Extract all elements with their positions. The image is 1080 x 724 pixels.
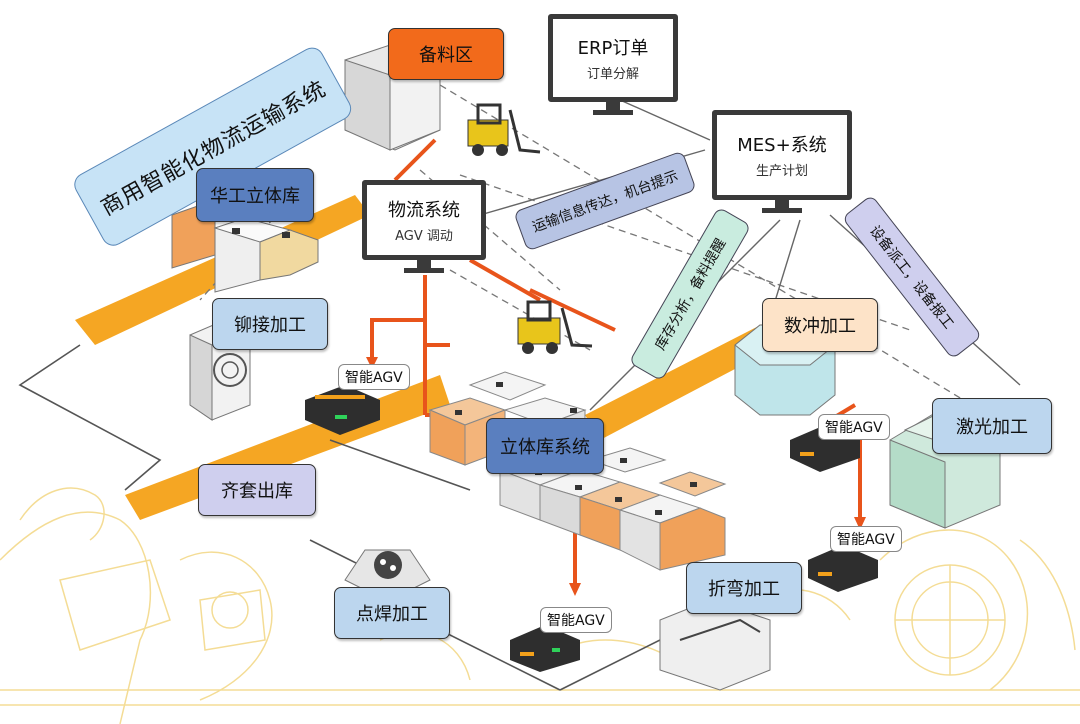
spot-welder — [344, 549, 431, 591]
forklift-top — [467, 103, 541, 156]
mes-subtitle: 生产计划 — [755, 164, 808, 179]
agv-label-3: 智能AGV — [830, 526, 902, 552]
kit-outbound-label: 齐套出库 — [198, 464, 316, 516]
mes-title: MES+系统 — [737, 135, 827, 156]
forklift-middle — [517, 300, 593, 354]
logistics-monitor: 物流系统 AGV 调动 — [362, 180, 486, 273]
bending-label: 折弯加工 — [686, 562, 802, 614]
agv-robot-3 — [808, 545, 878, 592]
mes-monitor: MES+系统 生产计划 — [712, 110, 852, 213]
huagong-storage-label: 华工立体库 — [196, 168, 314, 222]
agv-label-2: 智能AGV — [818, 414, 890, 440]
agv-robot-1 — [305, 385, 380, 435]
background-illustration — [0, 487, 1080, 724]
spot-weld-label: 点焊加工 — [334, 587, 450, 639]
laser-label: 激光加工 — [932, 398, 1052, 454]
material-area-label: 备料区 — [388, 28, 504, 80]
storage-system-label: 立体库系统 — [486, 418, 604, 474]
logistics-title: 物流系统 — [388, 200, 460, 221]
logistics-subtitle: AGV 调动 — [395, 229, 453, 244]
agv-robot-4 — [510, 625, 580, 672]
agv-label-4: 智能AGV — [540, 607, 612, 633]
erp-monitor: ERP订单 订单分解 — [548, 14, 678, 115]
punching-label: 数冲加工 — [762, 298, 878, 352]
erp-title: ERP订单 — [577, 38, 649, 59]
agv-label-1: 智能AGV — [338, 364, 410, 390]
rivet-label: 铆接加工 — [212, 298, 328, 350]
erp-subtitle: 订单分解 — [586, 67, 639, 82]
